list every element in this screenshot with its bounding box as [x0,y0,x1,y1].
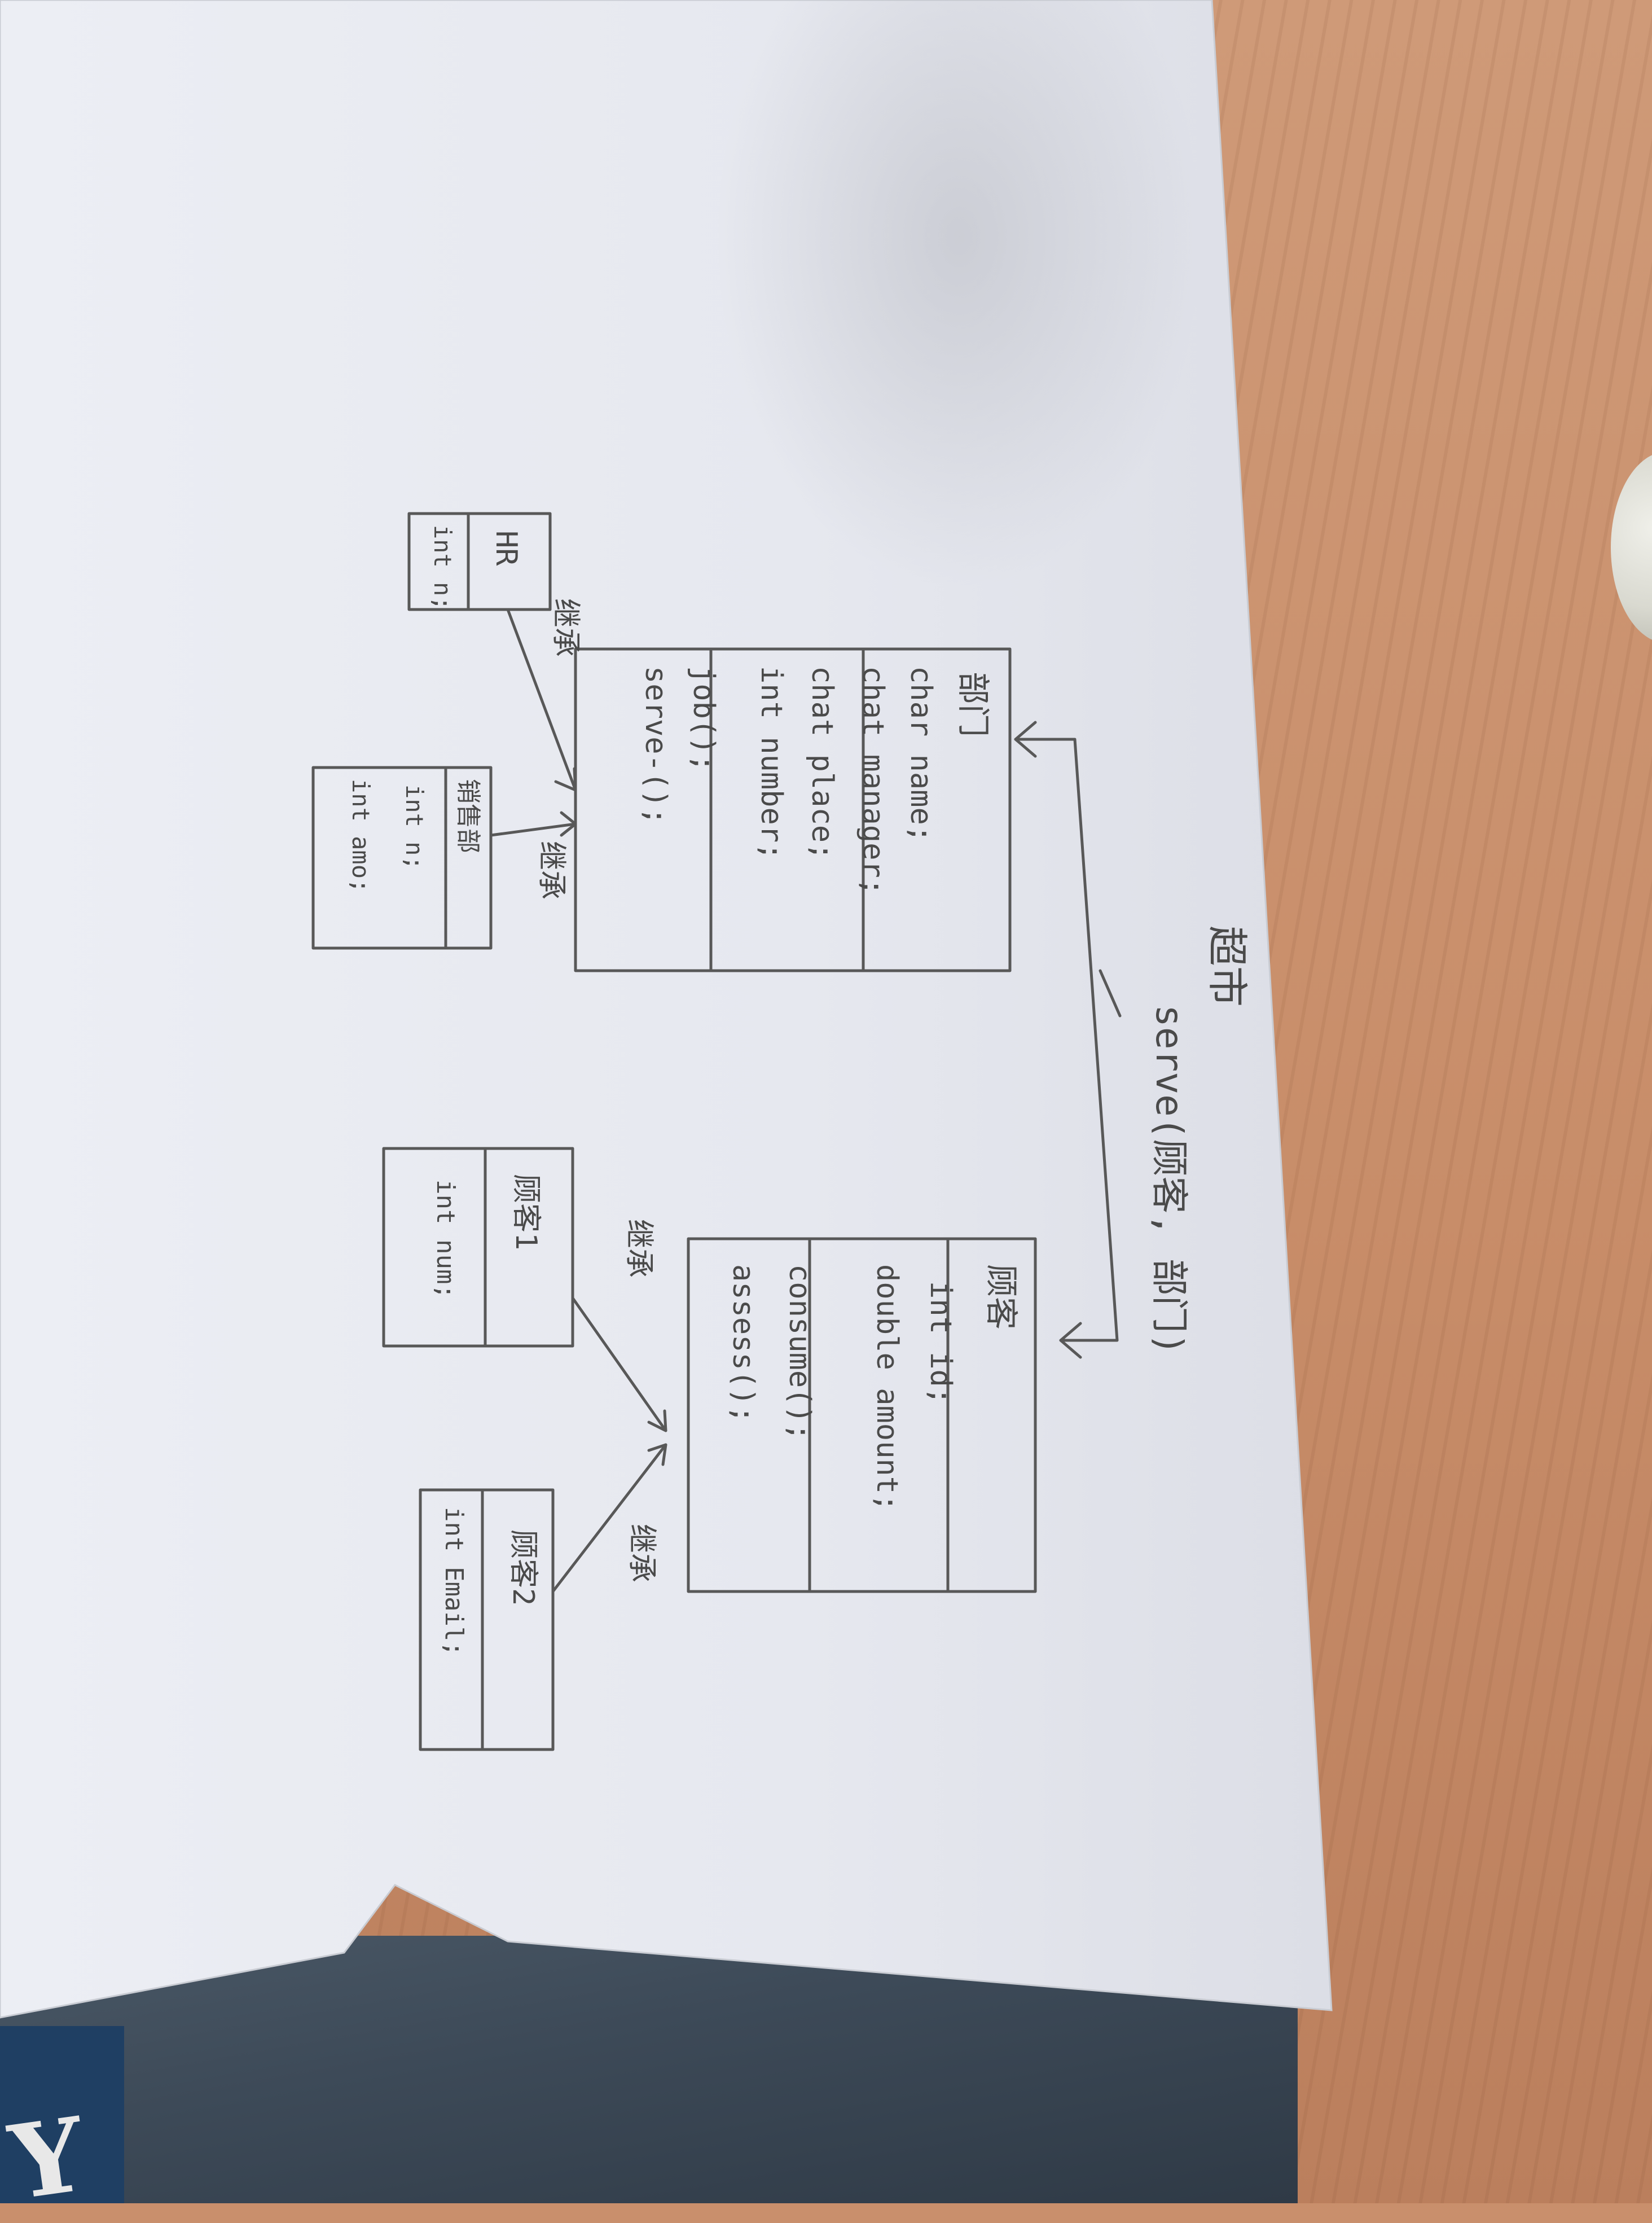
inherit-arrow-sales [560,811,577,837]
inherit-line-customer2 [551,1443,667,1593]
customer2-attr-1: int Email; [440,1507,468,1656]
relation-label-hr: 继承 [548,598,582,657]
department-method-2: serve-(); [639,666,673,825]
class-box-customer [687,1237,1037,1593]
fabric-logo-patch [0,2026,124,2203]
association-arrowhead-top [1014,721,1037,758]
customer-attr-2: double amount; [870,1264,904,1511]
hr-attr-1: int n; [429,525,456,611]
sales-attr-1: int n; [401,784,428,870]
inherit-arrow-customer1 [647,1409,667,1432]
department-method-1: job(); [687,666,720,772]
association-arrowhead-bottom [1059,1322,1082,1359]
relation-label-customer2: 继承 [625,1524,658,1582]
hr-title: HR [489,530,523,566]
inherit-line-hr [506,608,577,792]
department-attr-1: char name; [904,666,938,843]
inherit-arrow-hr [554,767,577,792]
class-box-customer2 [419,1488,555,1751]
department-attr-3: chat place; [805,666,839,860]
customer2-title: 顾客2 [506,1529,540,1606]
customer-method-2: assess(); [726,1264,760,1423]
central-method: serve(顾客, 部门) [1148,1005,1191,1356]
customer-method-1: consume(); [783,1264,816,1441]
class-box-customer1 [382,1147,574,1348]
association-line [1014,738,1119,1342]
inherit-line-customer1 [571,1296,667,1432]
relation-label-sales: 继承 [534,841,568,900]
central-label: 超市 [1203,926,1251,1007]
sales-title: 销售部 [454,779,482,853]
inherit-arrow-customer2 [647,1443,667,1466]
pencil-smudge [717,0,1202,587]
customer1-attr-1: int num; [431,1180,460,1299]
class-box-hr [407,512,552,611]
department-title: 部门 [954,672,992,737]
customer-title: 顾客 [982,1264,1021,1330]
association-stem [1099,969,1122,1018]
sales-attr-2: int amo; [347,779,375,893]
department-attr-2: chat manager; [856,666,890,896]
class-box-sales [311,766,493,950]
department-attr-4: int number; [754,666,788,860]
class-box-department [574,647,1012,972]
relation-label-customer1: 继承 [622,1219,656,1278]
customer1-title: 顾客1 [509,1174,543,1250]
customer-attr-1: int id; [924,1281,957,1405]
inherit-line-sales [489,822,577,837]
